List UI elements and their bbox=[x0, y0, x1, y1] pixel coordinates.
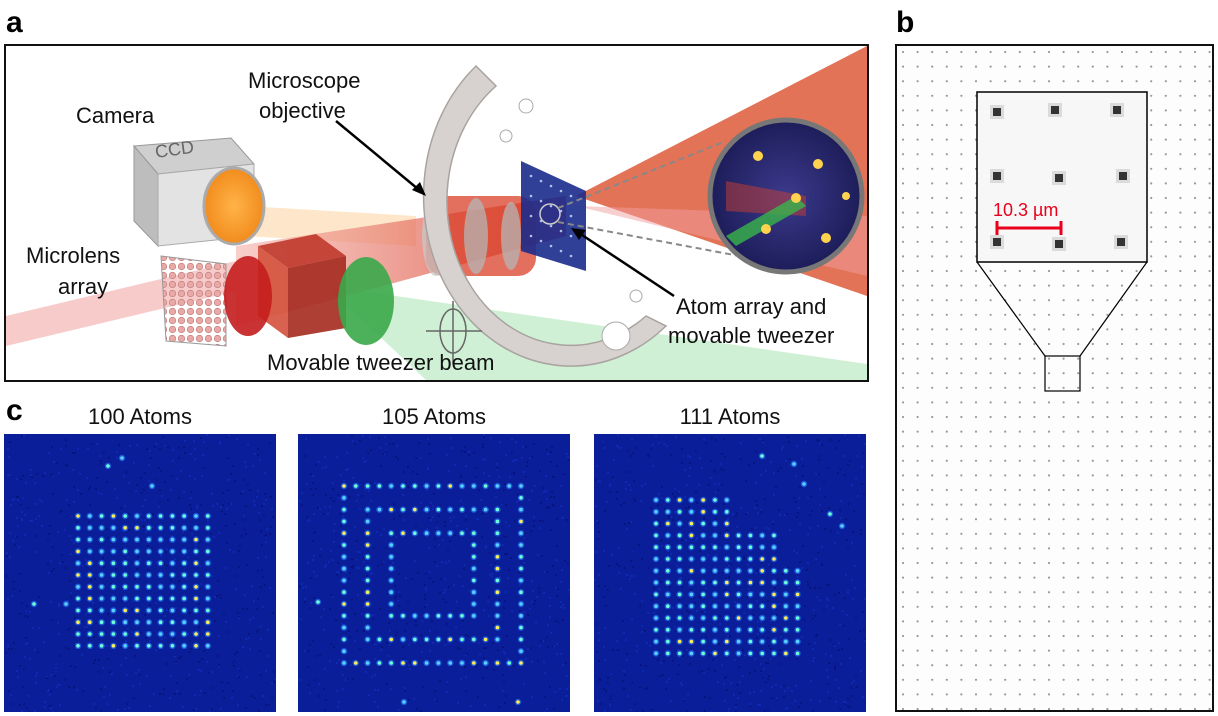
objective-label-line1: Microscope bbox=[248, 68, 360, 94]
scale-bar-label: 10.3 µm bbox=[993, 200, 1058, 221]
image-title-2: 105 Atoms bbox=[298, 404, 570, 430]
atom-array-label-line2: movable tweezer bbox=[668, 323, 834, 349]
panel-a-letter: a bbox=[6, 8, 23, 38]
image-title-3: 111 Atoms bbox=[594, 404, 866, 430]
fluorescence-image-3 bbox=[594, 434, 866, 712]
lens-green bbox=[338, 257, 394, 345]
camera-lens bbox=[204, 168, 264, 244]
panel-b-letter: b bbox=[896, 8, 914, 38]
microlens-array-shape bbox=[161, 256, 226, 346]
movable-beam-label: Movable tweezer beam bbox=[267, 350, 494, 376]
lens-red bbox=[224, 256, 272, 336]
microlens-label-line1: Microlens bbox=[26, 243, 120, 269]
objective-label-line2: objective bbox=[259, 98, 346, 124]
fluorescence-image-2 bbox=[298, 434, 570, 712]
atom-array-label-line1: Atom array and bbox=[676, 294, 826, 320]
microlens-label-line2: array bbox=[58, 274, 108, 300]
camera-label: Camera bbox=[76, 103, 154, 129]
panel-b-array: 10.3 µm bbox=[895, 44, 1214, 712]
panel-a-schematic: CCD bbox=[4, 44, 869, 382]
tweezer-array-image bbox=[897, 46, 1212, 710]
image-title-1: 100 Atoms bbox=[4, 404, 276, 430]
fluorescence-image-1 bbox=[4, 434, 276, 712]
